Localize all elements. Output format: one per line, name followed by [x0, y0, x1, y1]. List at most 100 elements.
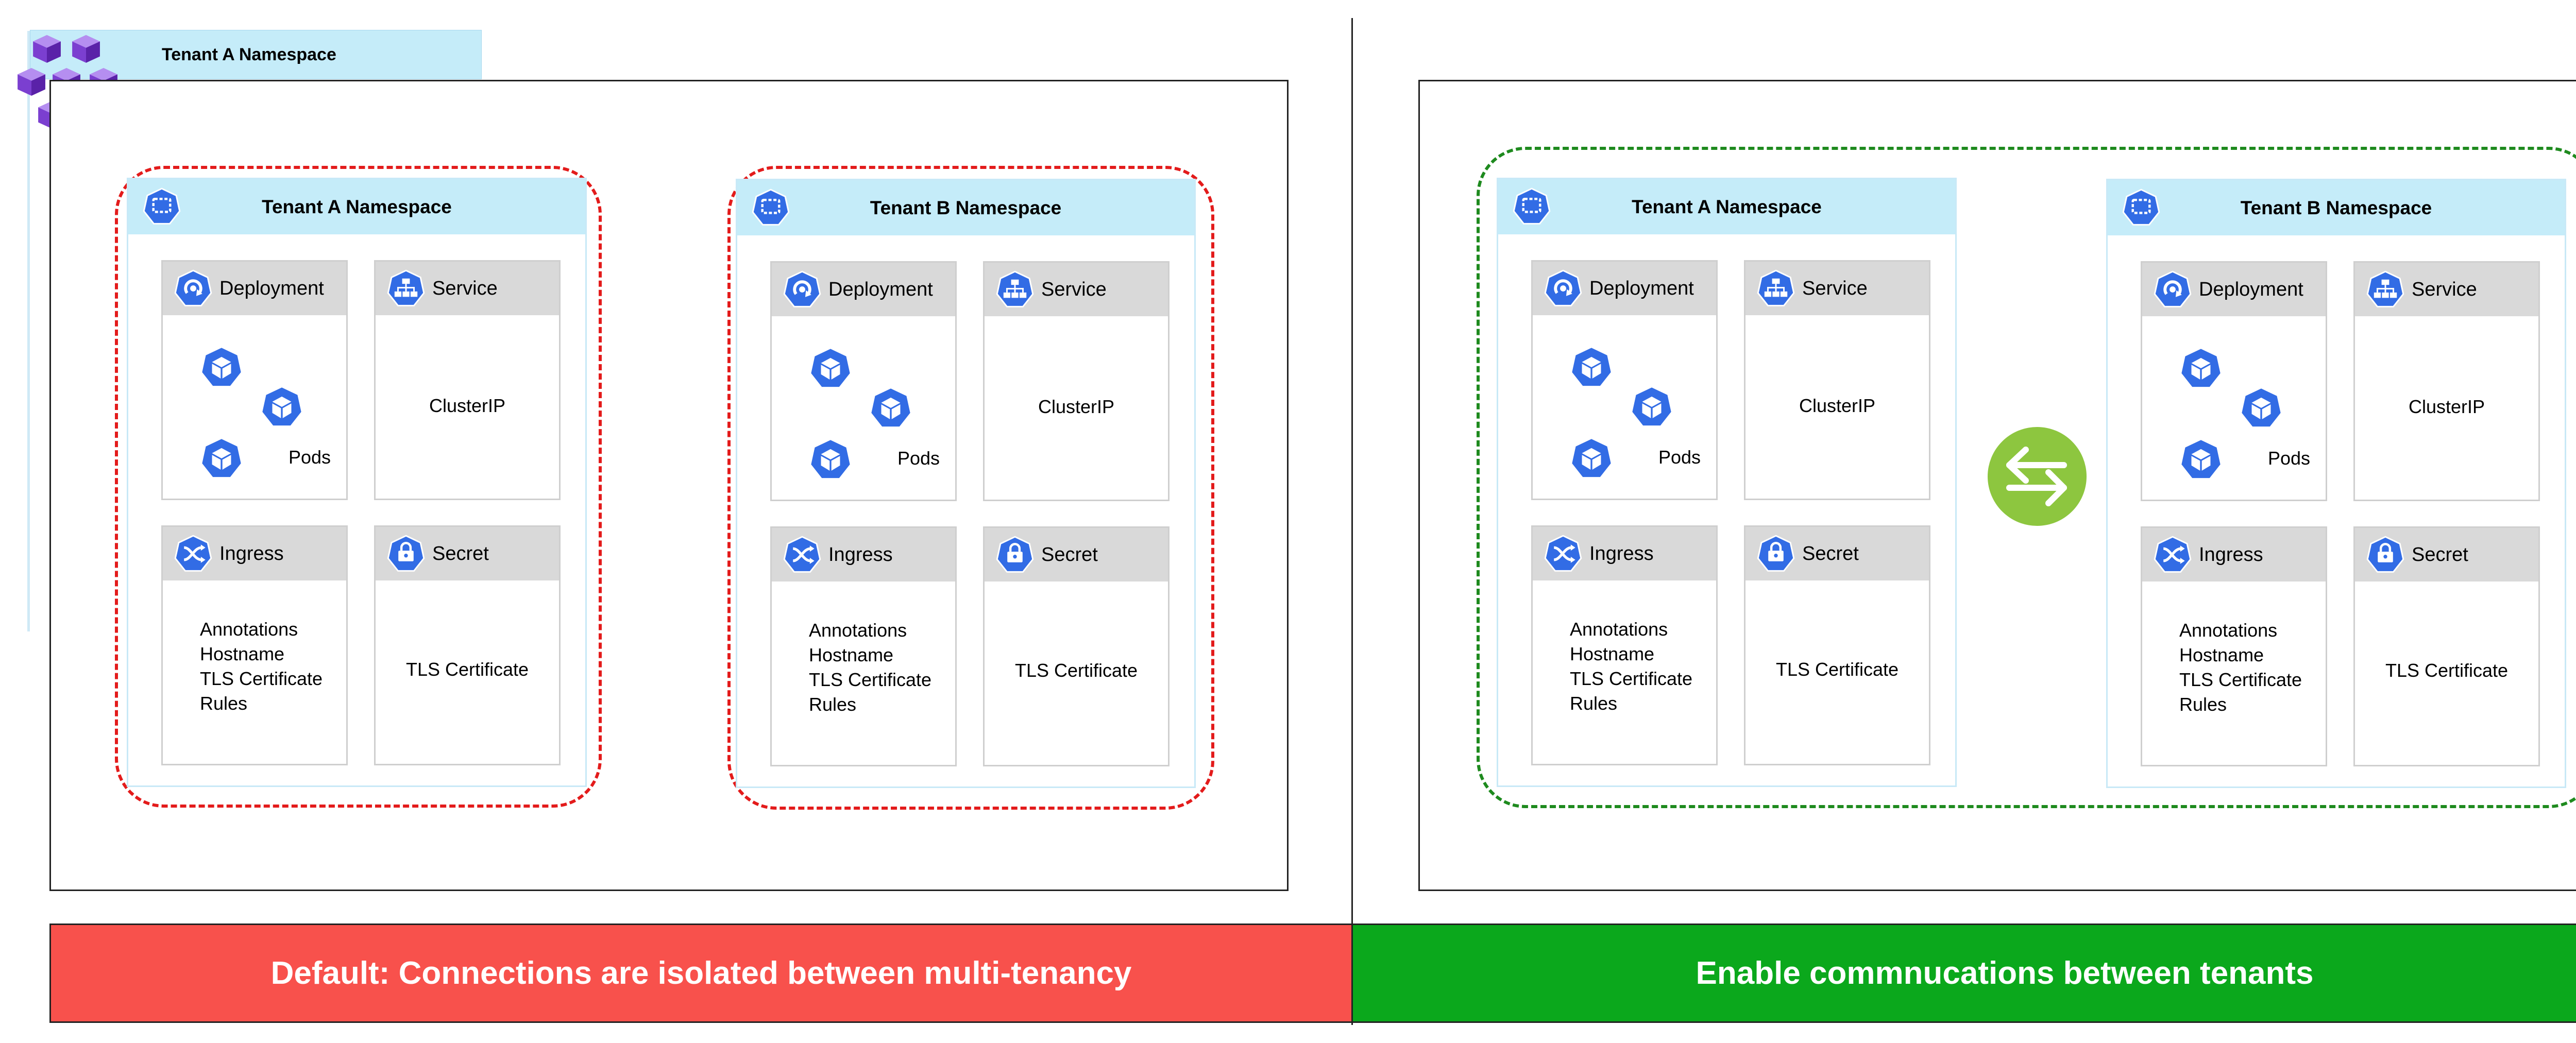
- pod-icon: [1570, 346, 1613, 389]
- ingress-tls-certificate: TLS Certificate: [200, 668, 323, 689]
- namespace-title: Tenant A Namespace: [1632, 196, 1822, 217]
- left-accent-line: [27, 31, 30, 631]
- bidirectional-arrows-icon: [1988, 427, 2087, 526]
- pod-icon: [2240, 386, 2283, 430]
- service-card: Service ClusterIP: [2353, 261, 2540, 501]
- center-divider: [1351, 18, 1353, 1025]
- deployment-card: Deployment Pods: [161, 260, 348, 500]
- ingress-hostname: Hostname: [200, 643, 285, 664]
- pods-label: Pods: [289, 447, 331, 468]
- shared-communication-boundary: [1477, 147, 2576, 808]
- deployment-label: Deployment: [1589, 277, 1694, 299]
- ingress-card: Ingress Annotations Hostname TLS Certifi…: [2141, 526, 2327, 766]
- secret-icon: [2366, 536, 2404, 574]
- service-icon: [996, 270, 1034, 309]
- service-type: ClusterIP: [2408, 396, 2485, 417]
- ingress-rules: Rules: [1570, 693, 1618, 714]
- namespace-tenant-b: Tenant B Namespace Deployment Pods Servi…: [736, 179, 1196, 788]
- ingress-label: Ingress: [1589, 542, 1654, 565]
- service-icon: [1757, 269, 1795, 307]
- ingress-tls-certificate: TLS Certificate: [2179, 669, 2302, 690]
- ingress-annotations: Annotations: [200, 619, 298, 640]
- ingress-hostname: Hostname: [2179, 644, 2264, 665]
- deployment-icon: [1544, 269, 1582, 307]
- ingress-label: Ingress: [219, 542, 284, 565]
- secret-icon: [1757, 535, 1795, 573]
- pod-icon: [2179, 347, 2223, 390]
- ingress-hostname: Hostname: [1570, 643, 1655, 664]
- isolation-banner: Default: Connections are isolated betwee…: [49, 924, 1353, 1023]
- secret-label: Secret: [1802, 542, 1859, 565]
- namespace-tenant-a: Tenant A Namespace Deployment Pods Servi…: [127, 178, 587, 787]
- secret-card: Secret TLS Certificate: [983, 526, 1170, 766]
- ingress-rules: Rules: [200, 693, 248, 714]
- secret-label: Secret: [2412, 543, 2468, 566]
- ingress-icon: [1544, 535, 1582, 573]
- pod-icon: [260, 385, 303, 429]
- service-card: Service ClusterIP: [983, 261, 1170, 501]
- ingress-card: Ingress Annotations Hostname TLS Certifi…: [770, 526, 957, 766]
- pod-icon: [200, 346, 243, 389]
- secret-label: Secret: [1041, 543, 1098, 566]
- ingress-annotations: Annotations: [809, 620, 907, 641]
- ingress-tls-certificate: TLS Certificate: [1570, 668, 1693, 689]
- service-label: Service: [432, 277, 498, 299]
- service-label: Service: [1041, 278, 1107, 300]
- deployment-card: Deployment Pods: [1531, 260, 1718, 500]
- service-type: ClusterIP: [1038, 396, 1115, 417]
- deployment-icon: [174, 269, 212, 307]
- secret-icon: [387, 535, 425, 573]
- namespace-icon: [2122, 189, 2160, 227]
- service-label: Service: [2412, 278, 2477, 300]
- namespace-tenant-a: Tenant A Namespace Deployment Pods Servi…: [1497, 178, 1957, 787]
- service-type: ClusterIP: [429, 395, 506, 416]
- ingress-label: Ingress: [828, 543, 893, 566]
- communication-banner: Enable commnucations between tenants: [1353, 924, 2576, 1023]
- pods-label: Pods: [2268, 448, 2311, 469]
- isolation-boundary-tenant-a: [115, 166, 602, 808]
- service-label: Service: [1802, 277, 1868, 299]
- ingress-icon: [2154, 536, 2192, 574]
- isolation-boundary-tenant-b: [727, 166, 1214, 810]
- namespace-header: Tenant A Namespace: [128, 179, 585, 234]
- deployment-card: Deployment Pods: [770, 261, 957, 501]
- secret-content: TLS Certificate: [1775, 659, 1899, 680]
- deployment-icon: [2154, 270, 2192, 309]
- ingress-icon: [174, 535, 212, 573]
- service-icon: [387, 269, 425, 307]
- ingress-annotations: Annotations: [1570, 619, 1668, 640]
- ingress-label: Ingress: [2199, 543, 2263, 566]
- service-icon: [2366, 270, 2404, 309]
- secret-content: TLS Certificate: [405, 659, 529, 680]
- service-card: Service ClusterIP: [1744, 260, 1930, 500]
- ingress-tls-certificate: TLS Certificate: [809, 669, 932, 690]
- service-type: ClusterIP: [1799, 395, 1876, 416]
- header-title: Tenant A Namespace: [162, 44, 336, 64]
- secret-content: TLS Certificate: [1014, 660, 1138, 681]
- secret-card: Secret TLS Certificate: [2353, 526, 2540, 766]
- namespace-icon: [143, 187, 181, 226]
- namespace-icon: [1513, 187, 1551, 226]
- secret-content: TLS Certificate: [2385, 660, 2509, 681]
- deployment-label: Deployment: [219, 277, 324, 299]
- ingress-rules: Rules: [2179, 694, 2227, 715]
- communication-banner-text: Enable commnucations between tenants: [1696, 955, 2314, 991]
- pods-label: Pods: [897, 448, 940, 469]
- ingress-annotations: Annotations: [2179, 620, 2278, 641]
- ingress-card: Ingress Annotations Hostname TLS Certifi…: [161, 525, 348, 765]
- pod-icon: [200, 437, 243, 480]
- service-card: Service ClusterIP: [374, 260, 561, 500]
- pod-icon: [1630, 385, 1673, 429]
- pods-label: Pods: [1658, 447, 1701, 468]
- isolation-banner-text: Default: Connections are isolated betwee…: [270, 955, 1132, 991]
- pod-icon: [809, 347, 852, 390]
- namespace-header: Tenant A Namespace: [1498, 179, 1955, 234]
- ingress-rules: Rules: [809, 694, 857, 715]
- namespace-title: Tenant B Namespace: [870, 197, 1062, 218]
- namespace-header: Tenant B Namespace: [737, 180, 1194, 235]
- secret-icon: [996, 536, 1034, 574]
- pod-icon: [1570, 437, 1613, 480]
- secret-card: Secret TLS Certificate: [1744, 525, 1930, 765]
- namespace-title: Tenant B Namespace: [2240, 197, 2432, 218]
- namespace-header: Tenant B Namespace: [2108, 180, 2565, 235]
